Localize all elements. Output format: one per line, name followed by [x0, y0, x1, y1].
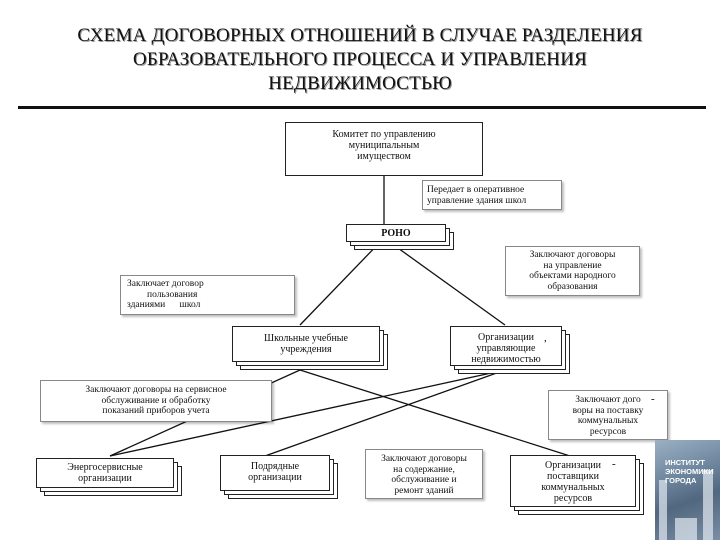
institute-logo: ИНСТИТУТ ЭКОНОМИКИ ГОРОДА	[665, 458, 714, 485]
line-property-contractors	[264, 369, 506, 457]
callout-service-contracts: Заключают договоры на сервисное обслужив…	[40, 380, 272, 422]
diagram-title: СХЕМА ДОГОВОРНЫХ ОТНОШЕНИЙ В СЛУЧАЕ РАЗД…	[0, 24, 720, 96]
stray-dash-1: -	[651, 393, 655, 405]
committee-node: Комитет по управлению муниципальным имущ…	[285, 122, 483, 176]
stray-comma: ,	[544, 332, 547, 344]
rono-node: РОНО	[346, 224, 446, 242]
energy-org-node: Энергосервисные организации	[36, 458, 174, 488]
line-schools-utility	[299, 369, 571, 457]
line-rono-property	[383, 237, 506, 326]
schools-node: Школьные учебные учреждения	[232, 326, 380, 362]
line-rono-schools	[299, 237, 385, 326]
contractors-node: Подрядные организации	[220, 455, 330, 491]
title-line-1: СХЕМА ДОГОВОРНЫХ ОТНОШЕНИЙ В СЛУЧАЕ РАЗД…	[77, 25, 643, 46]
callout-contracts-management: Заключают договоры на управление объекта…	[505, 246, 640, 296]
callout-supply-contracts: Заключают дого воры на поставку коммунал…	[548, 390, 668, 440]
title-line-3: НЕДВИЖИМОСТЬЮ	[268, 73, 452, 94]
property-org-node: Организации управляющие недвижимостью	[450, 326, 562, 366]
city-photo-logo: ИНСТИТУТ ЭКОНОМИКИ ГОРОДА	[655, 440, 720, 540]
stray-dash-2: -	[612, 458, 616, 470]
title-divider	[18, 106, 706, 109]
callout-transfer-ops: Передает в оперативное управление здания…	[422, 180, 562, 210]
callout-maintenance-contracts: Заключают договоры на содержание, обслуж…	[365, 449, 483, 499]
title-line-2: ОБРАЗОВАТЕЛЬНОГО ПРОЦЕССА И УПРАВЛЕНИЯ	[132, 49, 588, 70]
callout-use-contract: Заключает договор пользования зданиями ш…	[120, 275, 295, 315]
utility-org-node: Организации поставщики коммунальных ресу…	[510, 455, 636, 507]
line-property-energy	[109, 369, 506, 457]
